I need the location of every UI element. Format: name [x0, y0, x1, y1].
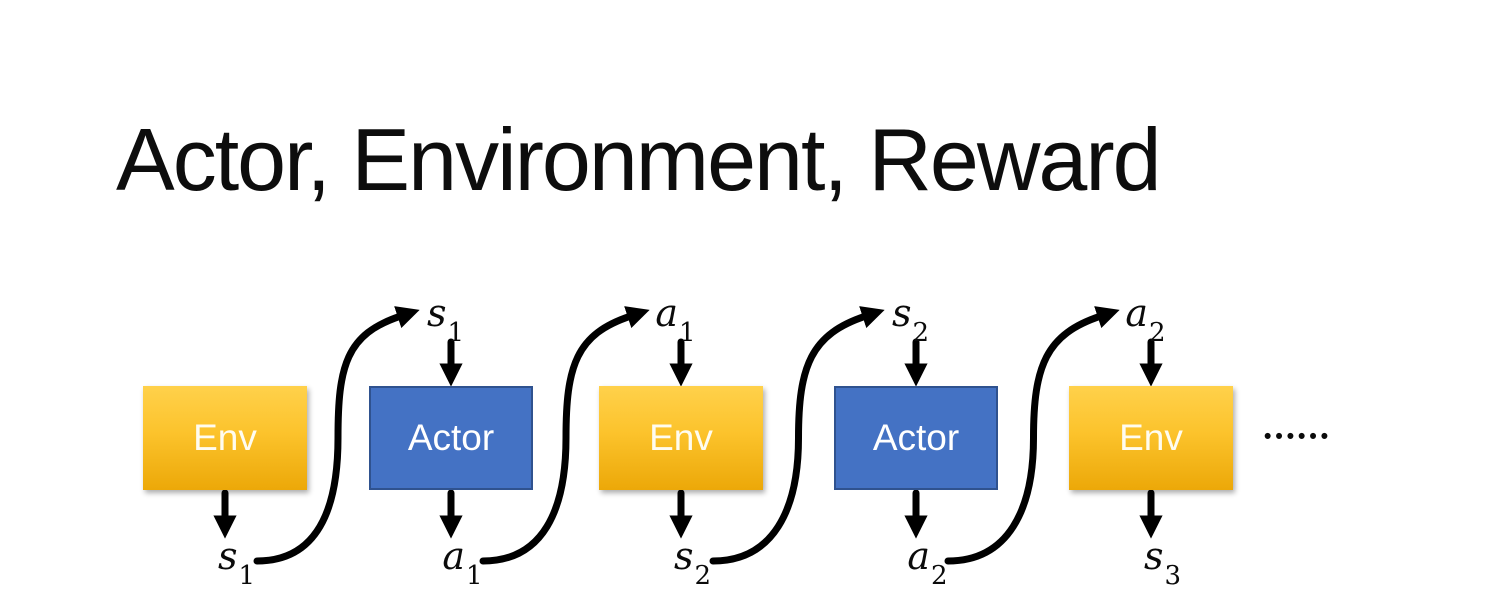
- slide-title: Actor, Environment, Reward: [116, 110, 1162, 209]
- label-s1-top-base: s: [426, 291, 447, 336]
- label-s1-bottom-subscript: 1: [238, 560, 256, 591]
- env-box-3: Env: [599, 386, 763, 490]
- actor-box-label-2: Actor: [407, 417, 495, 458]
- label-a2-bottom-base: a: [907, 534, 931, 579]
- label-a1-top-subscript: 1: [679, 317, 696, 348]
- label-a2-top-base: a: [1125, 291, 1149, 336]
- label-a2-bottom-subscript: 2: [931, 560, 948, 591]
- label-s3-bottom-base: s: [1143, 534, 1164, 579]
- label-a2-bottom: a2: [907, 534, 947, 589]
- env-box-label-1: Env: [193, 417, 257, 458]
- label-a2-top-subscript: 2: [1149, 317, 1166, 348]
- label-a2-top: a2: [1125, 291, 1165, 346]
- label-a1-bottom: a1: [442, 534, 482, 589]
- label-s3-bottom: s3: [1143, 534, 1181, 589]
- label-a1-bottom-subscript: 1: [466, 560, 483, 591]
- label-s2-top-base: s: [891, 291, 912, 336]
- label-s2-top-subscript: 2: [912, 317, 930, 348]
- label-s1-bottom-base: s: [217, 534, 238, 579]
- label-s1-top: s1: [426, 291, 464, 346]
- env-box-1: Env: [143, 386, 307, 490]
- flow-curve-a2: [944, 306, 1120, 565]
- label-s2-bottom-subscript: 2: [694, 560, 712, 591]
- label-s1-bottom: s1: [217, 534, 255, 589]
- env-box-label-5: Env: [1119, 417, 1183, 458]
- label-a1-bottom-base: a: [442, 534, 466, 579]
- label-s3-bottom-subscript: 3: [1164, 560, 1182, 591]
- env-box-5: Env: [1069, 386, 1233, 490]
- env-box-label-3: Env: [649, 417, 713, 458]
- label-s2-top: s2: [891, 291, 929, 346]
- label-s2-bottom-base: s: [673, 534, 694, 579]
- flow-curve-a1: [479, 306, 650, 565]
- actor-box-label-4: Actor: [872, 417, 960, 458]
- label-a1-top: a1: [655, 291, 695, 346]
- ellipsis: ••••••: [1264, 425, 1333, 448]
- label-s2-bottom: s2: [673, 534, 711, 589]
- flow-curve-s2: [709, 306, 885, 565]
- actor-box-2: Actor: [369, 386, 533, 490]
- actor-box-4: Actor: [834, 386, 998, 490]
- label-s1-top-subscript: 1: [447, 317, 465, 348]
- label-a1-top-base: a: [655, 291, 679, 336]
- flow-curve-s1: [253, 306, 420, 565]
